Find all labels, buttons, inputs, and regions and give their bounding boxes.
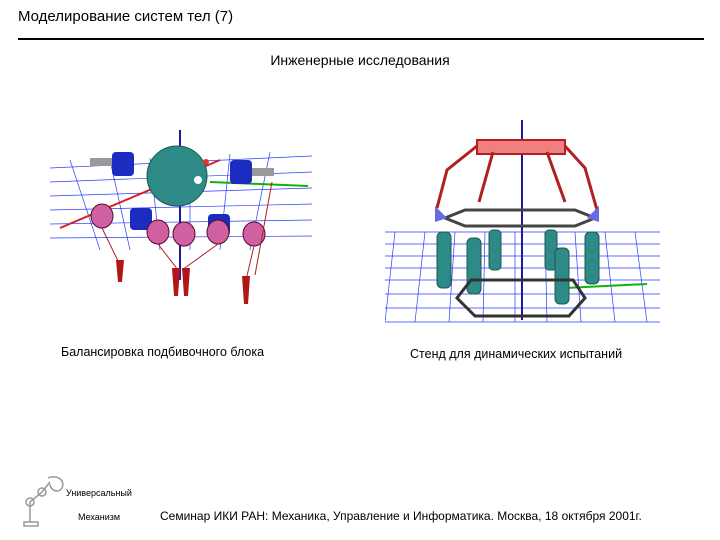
header-divider [18, 38, 704, 40]
footer-seminar-text: Семинар ИКИ РАН: Механика, Управление и … [160, 509, 642, 523]
test-stand-figure [385, 120, 660, 323]
slide-subtitle: Инженерные исследования [270, 52, 450, 68]
slide-header-title: Моделирование систем тел (7) [18, 8, 234, 25]
universal-mechanism-logo [23, 476, 64, 527]
caption-test-stand: Стенд для динамических испытаний [410, 347, 623, 361]
logo-text-line2: Механизм [78, 512, 121, 522]
caption-tamping-block: Балансировка подбивочного блока [61, 345, 265, 359]
tamping-block-figure [50, 130, 312, 304]
logo-text-line1: Универсальный [66, 488, 132, 498]
